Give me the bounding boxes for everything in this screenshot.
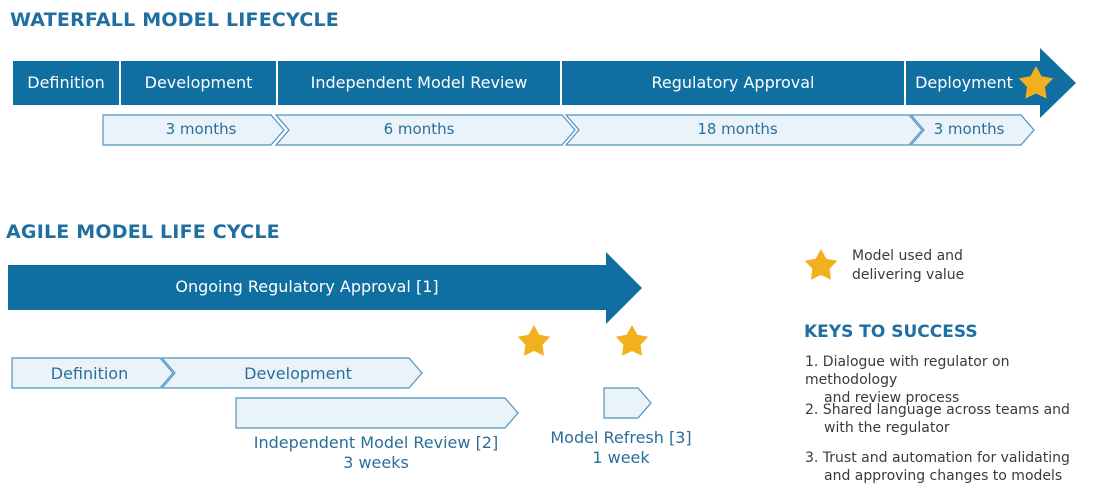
waterfall-phase-approval-box (562, 61, 904, 105)
agile-refresh-label: Model Refresh [3] (550, 428, 692, 447)
waterfall-phase-review: Independent Model Review (310, 73, 528, 92)
key-item-1-line-2: and review process (824, 390, 960, 406)
waterfall-duration-3: 18 months (697, 120, 778, 138)
key-item-2-line-1: 2. Shared language across teams and (805, 402, 1070, 418)
agile-review-label: Independent Model Review [2] (253, 433, 499, 452)
key-item-1: 1. Dialogue with regulator on methodolog… (805, 353, 1104, 407)
waterfall-phase-definition: Definition (27, 73, 105, 92)
legend-text: Model used and delivering value (852, 247, 964, 285)
waterfall-phase-approval: Regulatory Approval (651, 73, 815, 92)
star-icon (517, 325, 551, 356)
agile-definition-label: Definition (50, 364, 129, 383)
star-icon (615, 325, 649, 356)
agile-title: AGILE MODEL LIFE CYCLE (6, 221, 280, 243)
waterfall-duration-4: 3 months (933, 120, 1005, 138)
agile-refresh-duration: 1 week (592, 448, 650, 467)
legend-line-2: delivering value (852, 267, 965, 283)
waterfall-phase-development: Development (144, 73, 253, 92)
key-item-3-line-1: 3. Trust and automation for validating (805, 450, 1070, 466)
waterfall-phase-deployment: Deployment (915, 73, 1013, 92)
waterfall-phase-definition-box (13, 61, 119, 105)
waterfall-title: WATERFALL MODEL LIFECYCLE (10, 9, 339, 31)
waterfall-duration-chevron-3 (564, 114, 923, 146)
waterfall-duration-chevron-4 (909, 114, 1035, 146)
agile-definition-chevron (11, 357, 174, 389)
waterfall-duration-chevron-1 (102, 114, 285, 146)
waterfall-durations (102, 114, 1035, 146)
key-item-2-line-2: with the regulator (824, 420, 950, 436)
waterfall-main-arrow (13, 48, 1076, 118)
agile-development-chevron (160, 357, 423, 389)
waterfall-phase-review-box (278, 61, 560, 105)
star-icon (1018, 66, 1054, 99)
agile-ongoing-approval-arrow (8, 252, 642, 324)
waterfall-phase-development-box (121, 61, 276, 105)
keys-title: KEYS TO SUCCESS (804, 322, 978, 342)
key-item-1-line-1: 1. Dialogue with regulator on methodolog… (805, 354, 1010, 388)
waterfall-phase-deployment-arrowhead (906, 48, 1076, 118)
star-icon (804, 249, 838, 280)
agile-ongoing-approval-label: Ongoing Regulatory Approval [1] (175, 277, 439, 296)
key-item-3-line-2: and approving changes to models (824, 468, 1063, 484)
agile-refresh-chevron (603, 387, 652, 419)
waterfall-duration-chevron-2 (274, 114, 576, 146)
key-item-2: 2. Shared language across teams and with… (805, 401, 1070, 437)
waterfall-duration-2: 6 months (383, 120, 455, 138)
waterfall-duration-1: 3 months (165, 120, 237, 138)
legend-line-1: Model used and (852, 248, 963, 264)
key-item-3: 3. Trust and automation for validating a… (805, 449, 1070, 485)
agile-development-label: Development (244, 364, 352, 383)
agile-review-chevron (235, 397, 519, 429)
agile-review-duration: 3 weeks (343, 453, 409, 472)
